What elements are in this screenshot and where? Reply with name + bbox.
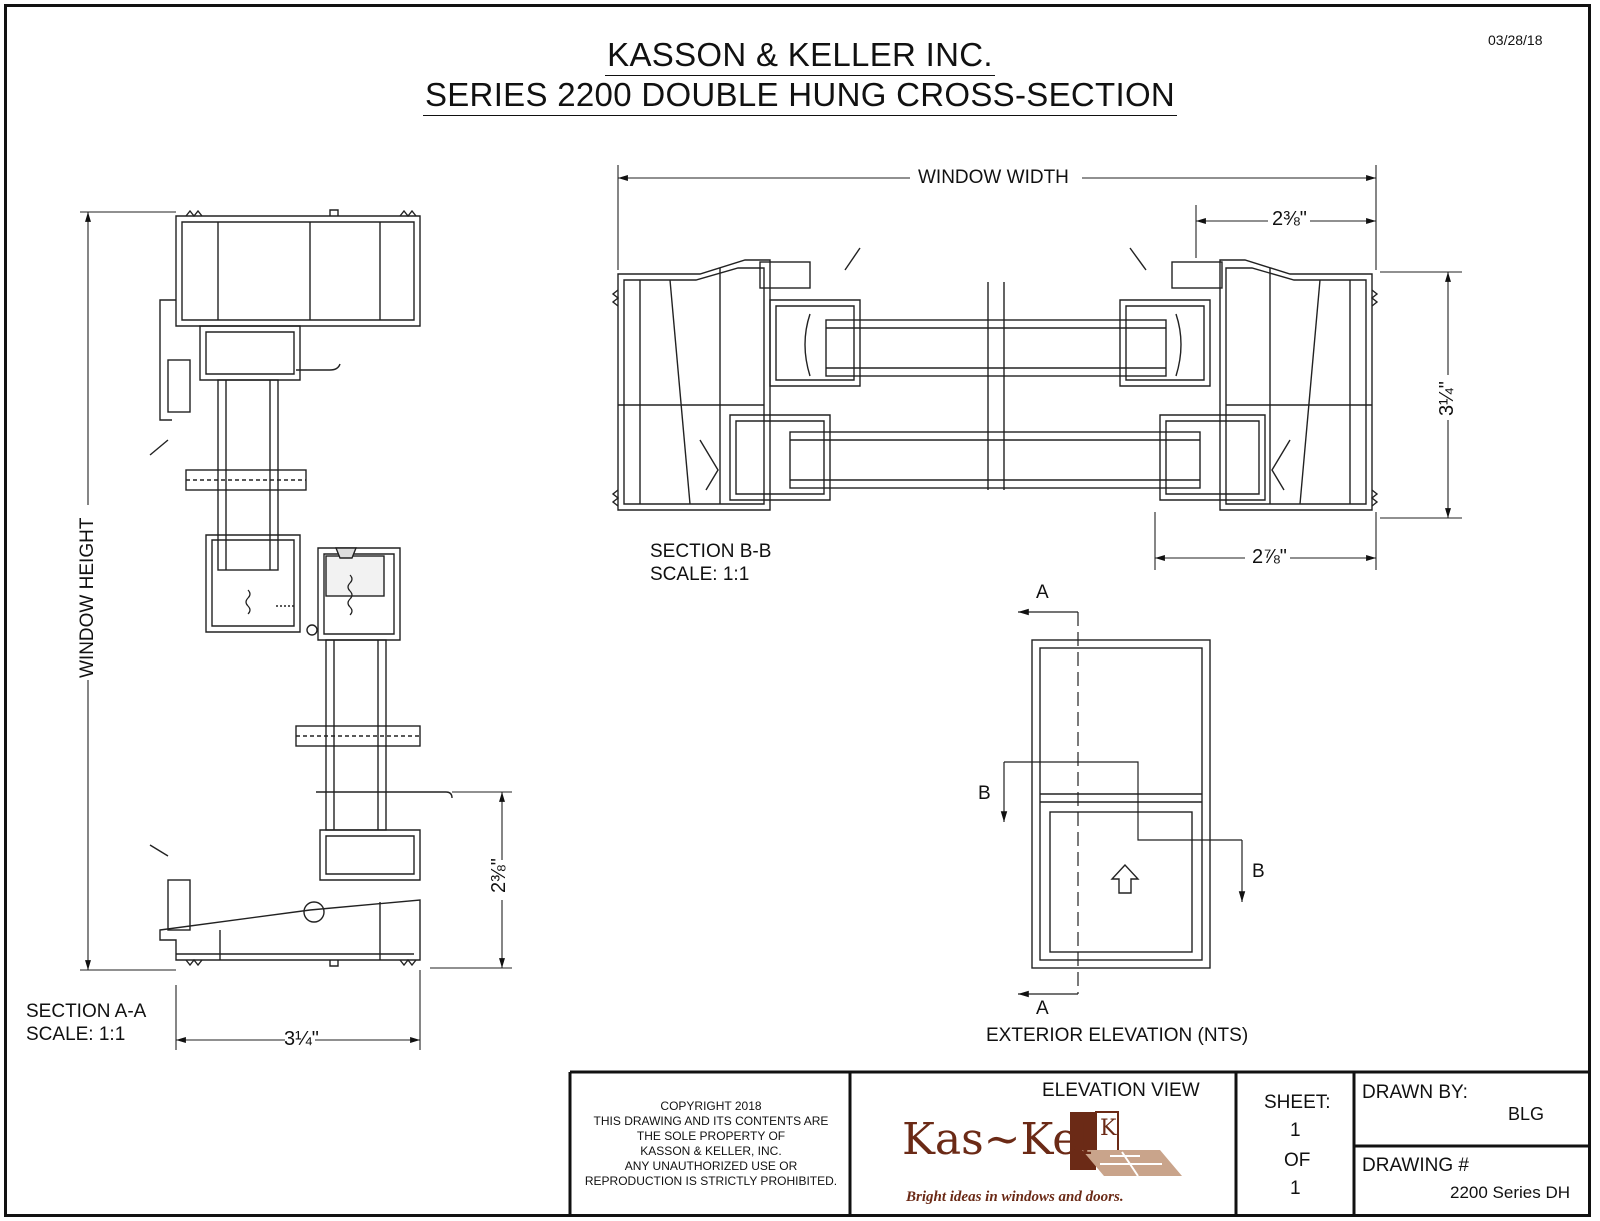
of-label: OF xyxy=(1284,1150,1311,1171)
kaskel-tagline: Bright ideas in windows and doors. xyxy=(906,1189,1124,1205)
window-width-label: WINDOW WIDTH xyxy=(918,167,1069,188)
kaskel-logo-mark: K xyxy=(1100,1116,1117,1141)
sheet-number: 1 xyxy=(1290,1120,1301,1141)
section-bb-bottom-dim: 2⅞" xyxy=(1252,546,1287,568)
section-aa-sill-dim: 2⅜" xyxy=(488,858,510,893)
section-aa-name: SECTION A-A xyxy=(26,1001,147,1022)
copyright-line: KASSON & KELLER, INC. xyxy=(640,1144,782,1158)
elevation-window xyxy=(1031,639,1211,969)
copyright-line: THIS DRAWING AND ITS CONTENTS ARE xyxy=(593,1114,829,1128)
drawing-border xyxy=(4,4,1591,1217)
sheet-label: SHEET: xyxy=(1264,1092,1331,1113)
section-aa-width-dim: 3¼" xyxy=(284,1028,319,1050)
copyright-line: COPYRIGHT 2018 xyxy=(660,1099,762,1113)
section-bb-name: SECTION B-B xyxy=(650,541,772,562)
company-title: KASSON & KELLER INC. xyxy=(0,36,1600,76)
kaskel-logo-text: Kas~Kel xyxy=(902,1114,1093,1165)
sheet-total: 1 xyxy=(1290,1178,1301,1199)
title-block-grid xyxy=(568,1070,1591,1217)
window-height-label: WINDOW HEIGHT xyxy=(77,517,98,678)
drawing-number-label: DRAWING # xyxy=(1362,1155,1469,1176)
marker-a-top: A xyxy=(1036,582,1049,603)
drawing-title: SERIES 2200 DOUBLE HUNG CROSS-SECTION xyxy=(0,76,1600,116)
copyright-line: REPRODUCTION IS STRICTLY PROHIBITED. xyxy=(584,1174,838,1188)
marker-b-left: B xyxy=(978,783,991,804)
copyright-line: THE SOLE PROPERTY OF xyxy=(636,1129,786,1143)
section-aa-dimensions xyxy=(80,211,512,1050)
section-bb-depth-dim: 3¼" xyxy=(1436,381,1458,416)
drawing-date: 03/28/18 xyxy=(1488,32,1543,48)
section-bb-top-dim: 2⅜" xyxy=(1272,208,1307,230)
kaskel-logo-graphic xyxy=(1070,1111,1182,1177)
copyright-line: ANY UNAUTHORIZED USE OR xyxy=(624,1159,798,1173)
elevation-section-markers xyxy=(1000,608,1246,998)
drawing-number-value: 2200 Series DH xyxy=(1450,1183,1571,1202)
section-aa-scale: SCALE: 1:1 xyxy=(26,1024,126,1045)
marker-a-bottom: A xyxy=(1036,998,1049,1019)
copyright-notice: COPYRIGHT 2018 THIS DRAWING AND ITS CONT… xyxy=(573,1099,849,1189)
section-bb-dimensions xyxy=(617,165,1462,570)
drawn-by-value: BLG xyxy=(1508,1104,1545,1124)
section-aa-profile xyxy=(149,209,453,967)
section-bb-profile xyxy=(611,247,1379,511)
marker-b-right: B xyxy=(1252,861,1265,882)
elevation-label: EXTERIOR ELEVATION (NTS) xyxy=(986,1025,1249,1046)
view-name: ELEVATION VIEW xyxy=(1042,1080,1200,1101)
drawn-by-label: DRAWN BY: xyxy=(1362,1082,1468,1103)
section-bb-scale: SCALE: 1:1 xyxy=(650,564,750,585)
